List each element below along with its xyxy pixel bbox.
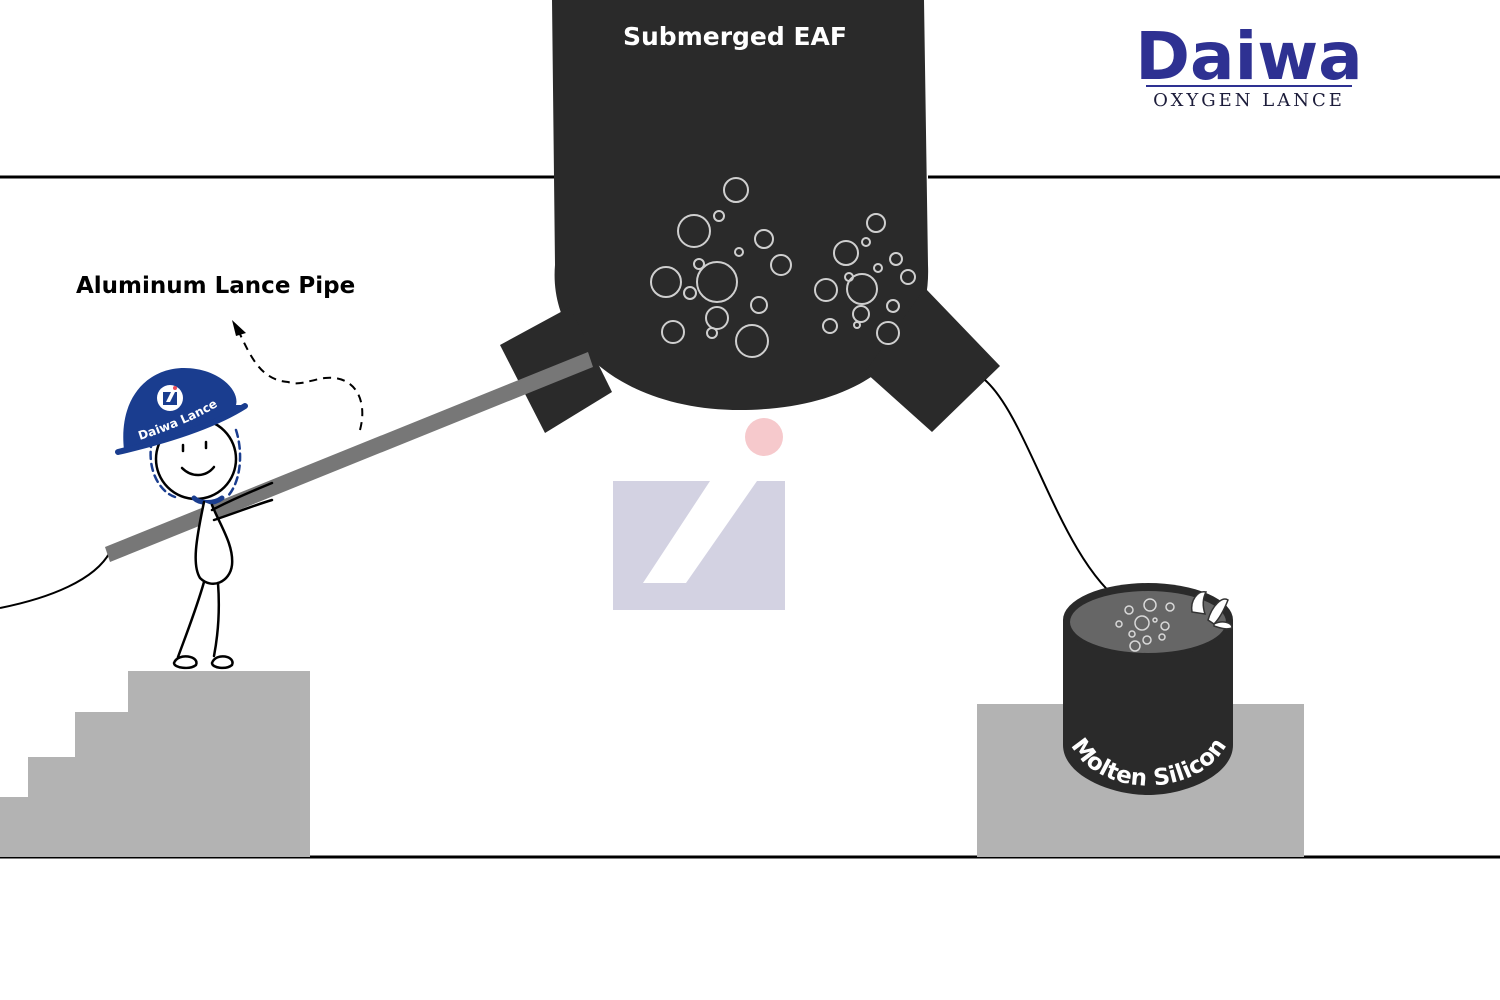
worker-body bbox=[194, 500, 234, 585]
molten-silicon-ladle: Molten Silicon bbox=[1063, 583, 1233, 795]
furnace-right-spout bbox=[865, 288, 1000, 432]
ladle-bubbles bbox=[1115, 598, 1175, 652]
furnace-bubbles bbox=[650, 177, 916, 358]
watermark-dot bbox=[745, 418, 783, 456]
helmet-badge-icon bbox=[157, 385, 183, 411]
worker-figure bbox=[149, 417, 274, 670]
logo-title: Daiwa bbox=[1135, 18, 1362, 95]
aluminum-lance-pipe bbox=[105, 352, 593, 562]
stair-platform bbox=[0, 671, 310, 857]
furnace-cable bbox=[984, 379, 1126, 606]
furnace-label: Submerged EAF bbox=[623, 22, 847, 51]
worker-head-dashes bbox=[149, 428, 242, 500]
daiwa-logo: Daiwa OXYGEN LANCE bbox=[1135, 18, 1362, 111]
ladle-surface bbox=[1070, 591, 1226, 653]
watermark-logo-icon bbox=[613, 418, 785, 610]
logo-subtitle: OXYGEN LANCE bbox=[1153, 90, 1345, 111]
submerged-eaf-furnace bbox=[500, 0, 1000, 433]
lance-label: Aluminum Lance Pipe bbox=[76, 273, 355, 299]
lance-hose bbox=[0, 551, 111, 609]
lance-pointer-arrow bbox=[232, 320, 364, 431]
worker-helmet: Daiwa Lance bbox=[115, 368, 248, 455]
ladle-splash-icon bbox=[1190, 591, 1233, 630]
